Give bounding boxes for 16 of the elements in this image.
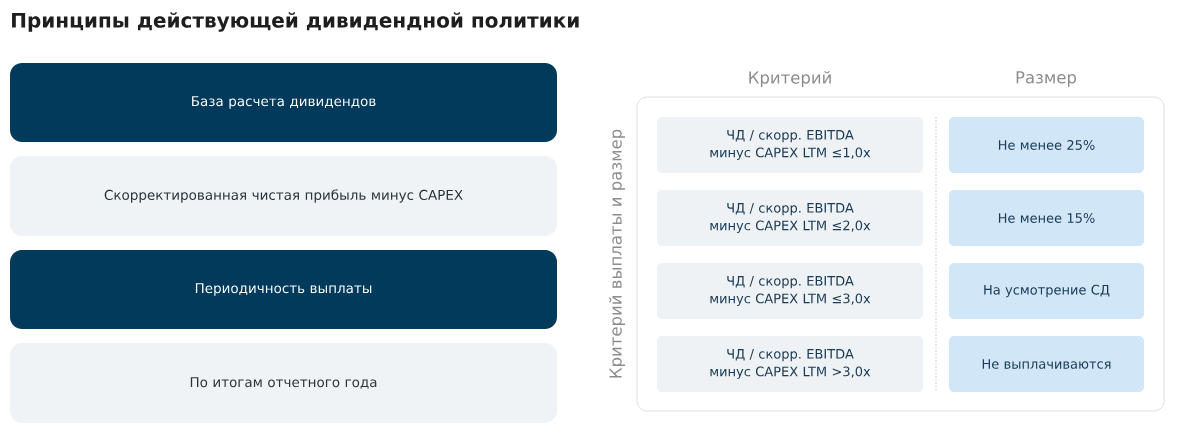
- content-box: Скорректированная чистая прибыль минус CAPEX: [10, 156, 557, 236]
- column-heading: Размер: [1016, 71, 1077, 87]
- section-heading-box: База расчета дивидендов: [10, 63, 557, 142]
- value-box: Не менее 15%: [949, 190, 1144, 246]
- criterion-box: ЧД / скорр. EBITDA минус CAPEX LTM >3,0x: [657, 336, 923, 392]
- criterion-box: ЧД / скорр. EBITDA минус CAPEX LTM ≤1,0x: [657, 117, 923, 173]
- criterion-box: ЧД / скорр. EBITDA минус CAPEX LTM ≤2,0x: [657, 190, 923, 246]
- value-box: Не выплачиваются: [949, 336, 1144, 392]
- value-box: На усмотрение СД: [949, 263, 1144, 319]
- content-box: По итогам отчетного года: [10, 343, 557, 423]
- value-box: Не менее 25%: [949, 117, 1144, 173]
- vertical-label: Критерий выплаты и размер: [609, 129, 625, 378]
- title: Принципы действующей дивидендной политики: [12, 12, 579, 32]
- criterion-box: ЧД / скорр. EBITDA минус CAPEX LTM ≤3,0x: [657, 263, 923, 319]
- column-heading: Критерий: [749, 71, 831, 87]
- section-heading-box: Периодичность выплаты: [10, 250, 557, 329]
